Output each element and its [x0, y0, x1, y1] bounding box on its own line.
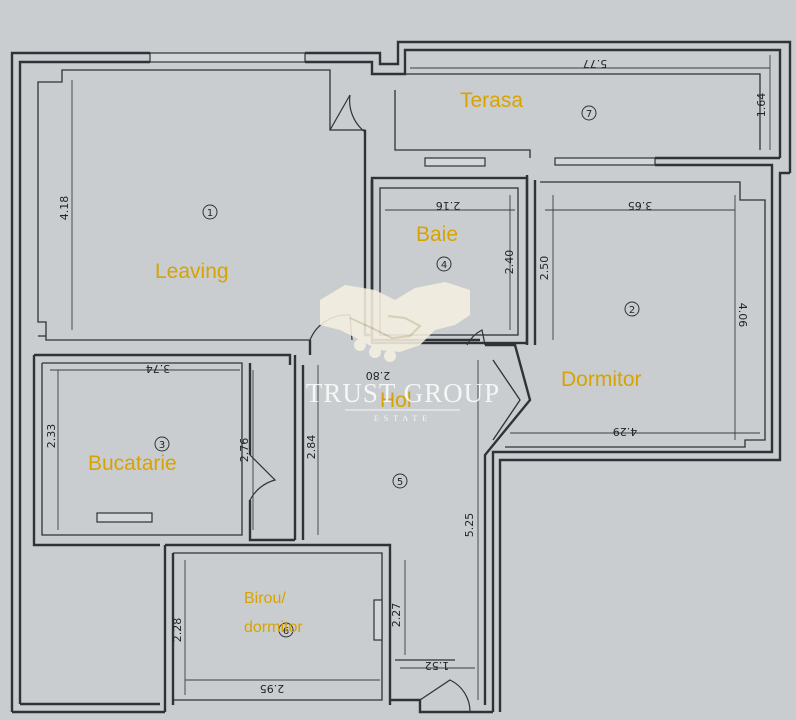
- dim-entrance-width: 1.52: [425, 659, 450, 672]
- dim-baie-height: 2.40: [503, 250, 516, 275]
- terasa-inner: [394, 90, 531, 158]
- dim-terasa-width: 5.77: [583, 57, 608, 70]
- room-number-bucatarie: 3: [154, 436, 170, 452]
- dim-hol-right: 5.25: [463, 513, 476, 538]
- dim-birou-right: 2.27: [390, 603, 403, 628]
- window-bucatarie: [96, 512, 153, 523]
- room-number-birou: 6: [278, 622, 294, 638]
- room-numbers: 1 2 3 4 5 6 7: [154, 105, 640, 638]
- label-baie: Baie: [416, 223, 458, 246]
- svg-text:7: 7: [586, 109, 592, 120]
- handshake-icon: [320, 282, 470, 362]
- dim-terasa-depth: 1.64: [755, 93, 768, 118]
- label-birou-line2: dormitor: [244, 619, 303, 636]
- room-number-hol: 5: [392, 473, 408, 489]
- svg-text:5: 5: [397, 477, 403, 488]
- dim-bucatarie-width: 3.74: [146, 362, 171, 375]
- dim-dormitor-left: 2.50: [538, 256, 551, 281]
- window-terasa-door: [554, 157, 656, 166]
- dimension-labels: 5.77 1.64 4.18 2.16 2.40 3.65 2.50 4.06 …: [45, 57, 768, 695]
- bucatarie-walls: [32, 353, 295, 547]
- trust-group-watermark: TRUST GROUP ESTATE: [306, 282, 500, 423]
- dimension-lines: [50, 55, 771, 700]
- dim-hol-top: 2.80: [366, 369, 391, 382]
- label-terasa: Terasa: [460, 89, 523, 112]
- terasa-rail: [405, 73, 761, 150]
- room-number-baie: 4: [436, 256, 452, 272]
- dim-dormitor-top: 3.65: [628, 199, 653, 212]
- room-labels: Terasa Leaving Baie Dormitor Hol Bucatar…: [88, 89, 642, 636]
- svg-text:4: 4: [441, 260, 447, 271]
- room-number-leaving: 1: [202, 204, 218, 220]
- window-baie: [424, 157, 486, 167]
- label-leaving: Leaving: [155, 260, 229, 283]
- label-hol: Hol: [380, 389, 412, 412]
- dim-leaving-height: 4.18: [58, 196, 71, 221]
- dim-birou-left: 2.28: [171, 618, 184, 643]
- label-bucatarie: Bucatarie: [88, 452, 177, 475]
- dormitor-walls: [505, 175, 766, 448]
- dim-dormitor-height: 4.06: [736, 303, 749, 328]
- dim-birou-width: 2.95: [260, 682, 285, 695]
- dim-dormitor-bottom: 4.29: [613, 425, 638, 438]
- dim-hol-left: 2.84: [305, 435, 318, 460]
- label-birou-line1: Birou/: [244, 590, 286, 607]
- label-dormitor: Dormitor: [561, 368, 642, 391]
- room-number-dormitor: 2: [624, 301, 640, 317]
- dim-bucatarie-left: 2.33: [45, 424, 58, 449]
- svg-text:3: 3: [159, 440, 165, 451]
- room-number-terasa: 7: [581, 105, 597, 121]
- dim-bucatarie-right: 2.76: [238, 438, 251, 463]
- window-leaving: [149, 52, 306, 63]
- svg-text:6: 6: [283, 626, 289, 637]
- svg-text:1: 1: [207, 208, 213, 219]
- birou-walls: [163, 543, 493, 714]
- hol-walls: [293, 340, 532, 705]
- outer-walls: [10, 40, 792, 714]
- dim-baie-width: 2.16: [436, 199, 461, 212]
- svg-text:2: 2: [629, 305, 635, 316]
- brand-sub: ESTATE: [374, 414, 432, 423]
- brand-text: TRUST GROUP: [306, 378, 500, 408]
- birou-door-frame: [373, 599, 383, 641]
